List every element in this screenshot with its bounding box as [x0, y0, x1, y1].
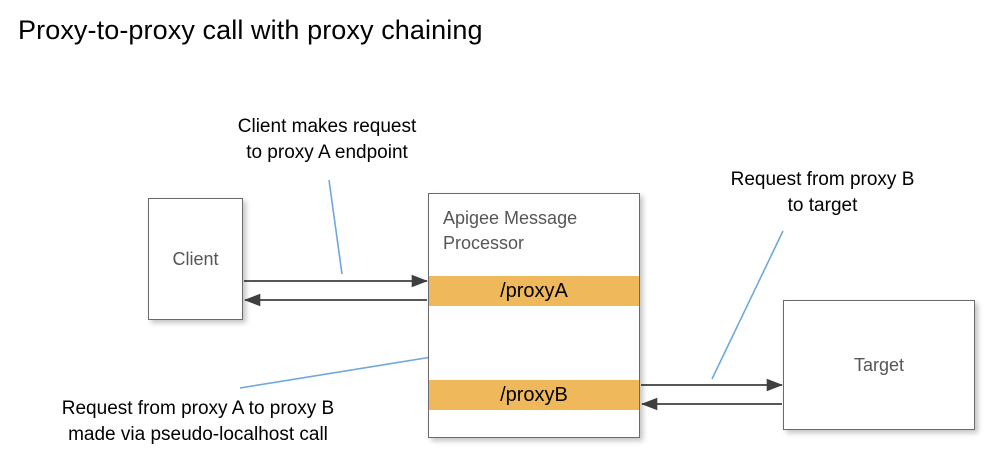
client-label: Client [172, 249, 219, 269]
annotation-client-request: Client makes request to proxy A endpoint [237, 116, 417, 163]
target-label: Target [853, 355, 905, 375]
node-apigee-message-processor[interactable]: Apigee Message Processor /proxyA /proxyB [428, 193, 640, 438]
leader-line-client-annotation [328, 179, 343, 275]
proxy-a-band[interactable]: /proxyA [429, 276, 639, 306]
leader-line-target-annotation [711, 230, 784, 380]
node-target[interactable]: Target [783, 300, 975, 430]
node-client[interactable]: Client [148, 198, 243, 320]
annotation-chaining-call: Request from proxy A to proxy B made via… [61, 398, 335, 445]
message-processor-title: Apigee Message Processor [443, 208, 578, 253]
annotation-target-request: Request from proxy B to target [730, 169, 915, 216]
proxy-b-band[interactable]: /proxyB [429, 380, 639, 410]
page-title: Proxy-to-proxy call with proxy chaining [18, 15, 483, 45]
